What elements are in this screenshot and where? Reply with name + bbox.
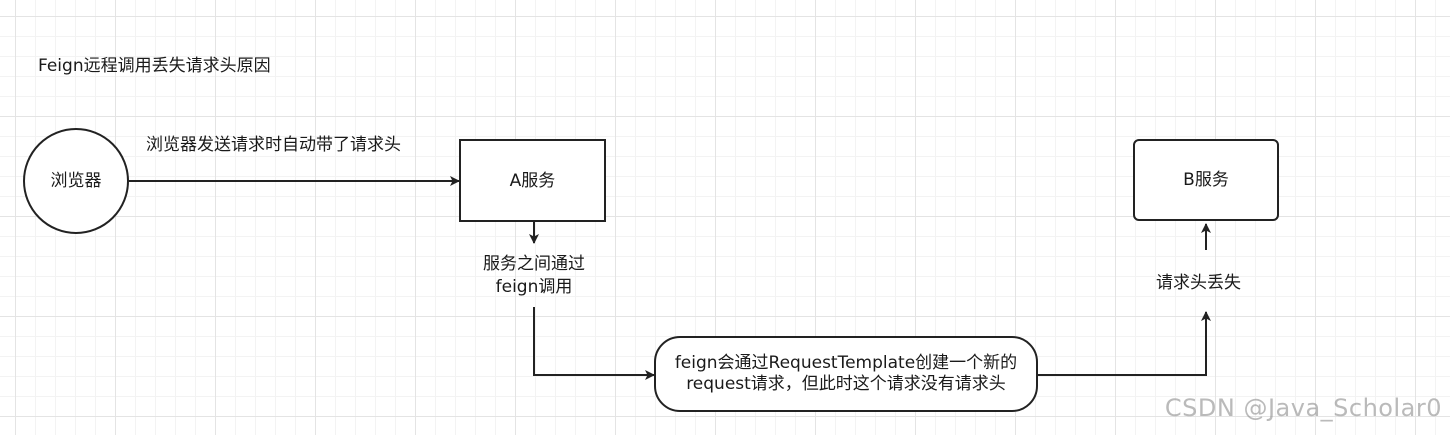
service-a-label: A服务 xyxy=(509,170,556,191)
edge-label-header-lost: 请求头丢失 xyxy=(1156,273,1241,293)
edge-label-feign-call-line2: feign调用 xyxy=(495,277,573,297)
browser-label: 浏览器 xyxy=(50,171,102,191)
page-title: Feign远程调用丢失请求头原因 xyxy=(38,56,271,76)
request-template-node[interactable]: feign会通过RequestTemplate创建一个新的request请求，但… xyxy=(654,336,1038,412)
service-b-label: B服务 xyxy=(1183,170,1229,190)
edge-label-feign-call: 服务之间通过 feign调用 xyxy=(460,253,608,299)
arrow-template-to-lost[interactable] xyxy=(1038,311,1211,376)
service-b-node[interactable]: B服务 xyxy=(1133,139,1279,221)
arrow-feign-to-template[interactable] xyxy=(533,307,655,380)
csdn-watermark: CSDN @Java_Scholar0 xyxy=(1164,394,1442,422)
request-template-label: feign会通过RequestTemplate创建一个新的request请求，但… xyxy=(674,353,1018,394)
browser-node[interactable]: 浏览器 xyxy=(23,128,129,234)
service-a-node[interactable]: A服务 xyxy=(459,139,606,222)
edge-label-browser-to-a: 浏览器发送请求时自动带了请求头 xyxy=(146,135,401,155)
edge-label-feign-call-line1: 服务之间通过 xyxy=(483,254,585,274)
